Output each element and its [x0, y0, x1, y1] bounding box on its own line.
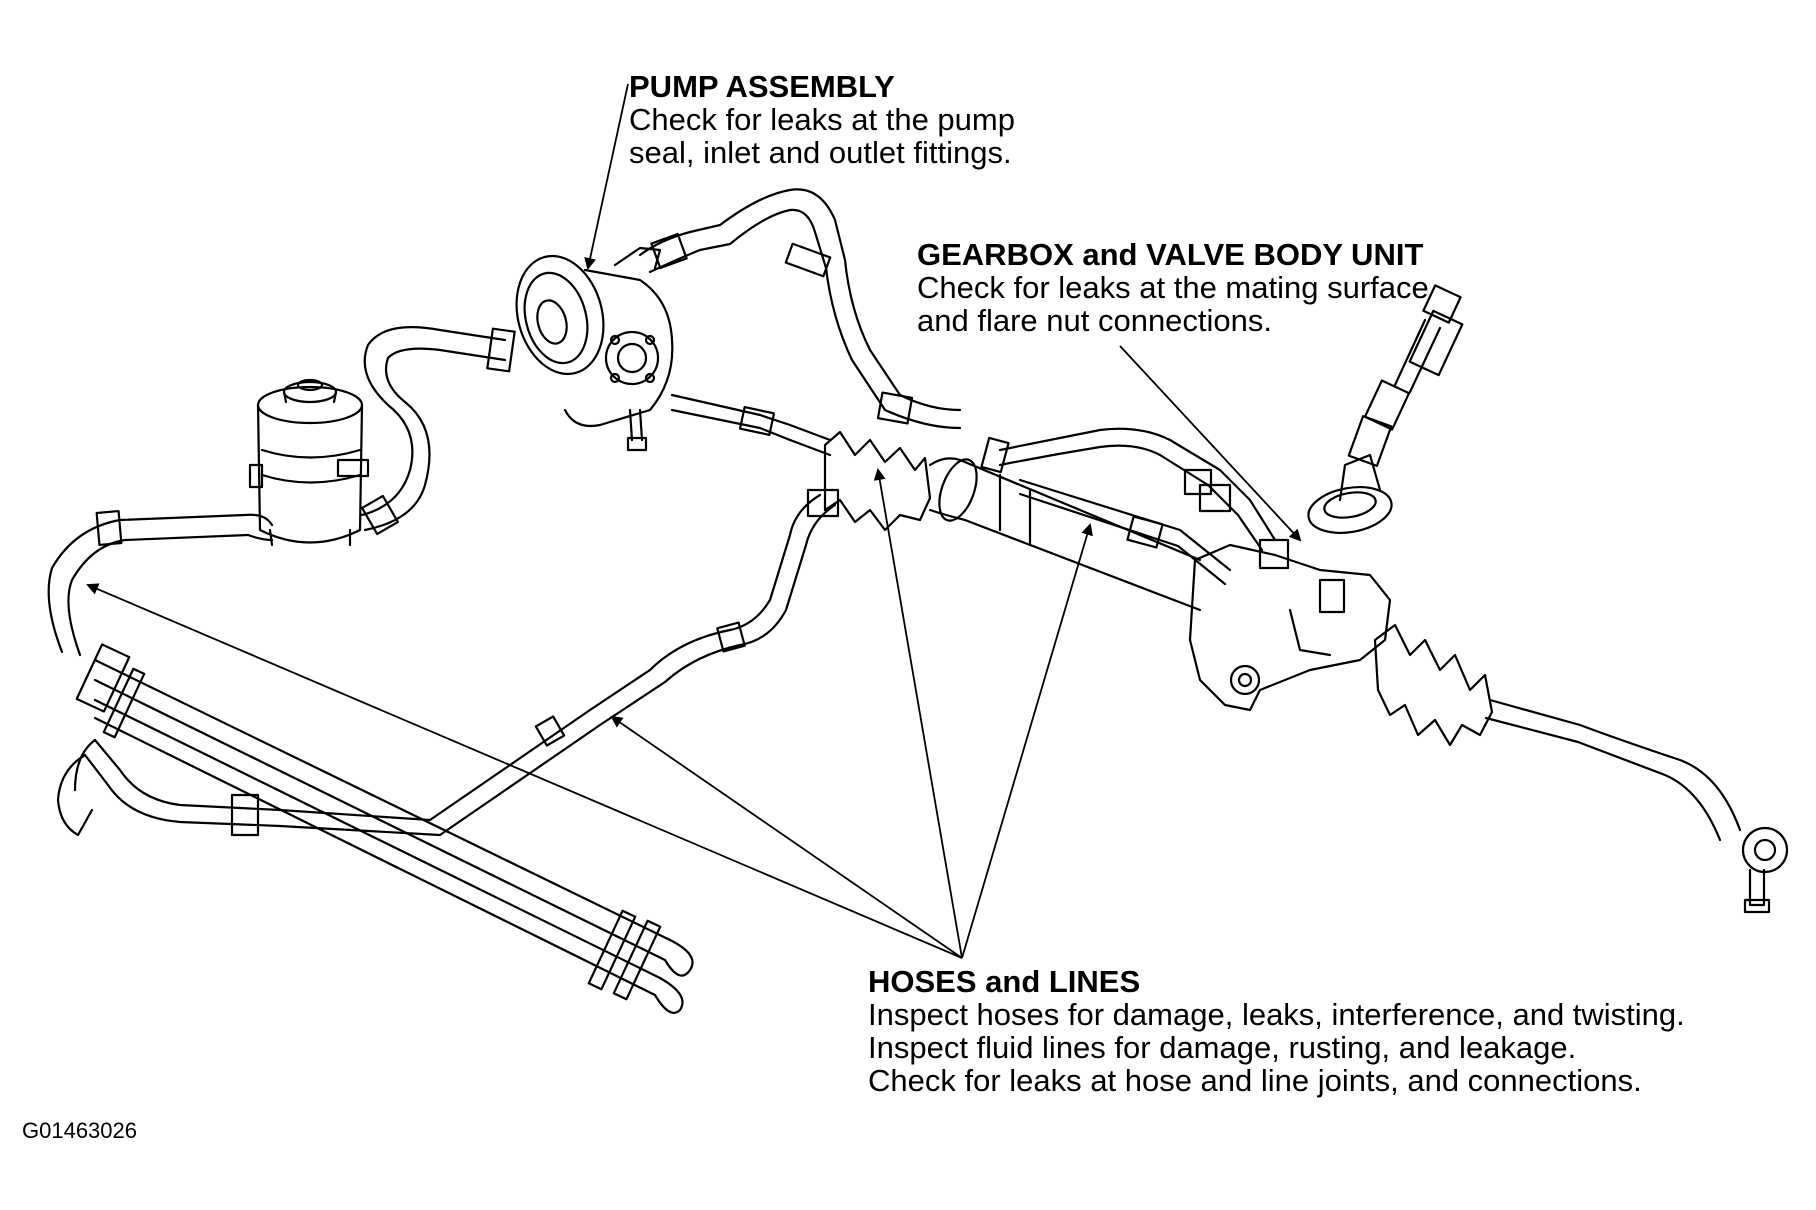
gearbox-title: GEARBOX and VALVE BODY UNIT: [917, 237, 1424, 272]
leader-lines: [86, 83, 1302, 959]
pump-leader: [584, 83, 629, 270]
gearbox-label: GEARBOX and VALVE BODY UNIT Check for le…: [917, 238, 1429, 337]
pump-assembly: [515, 246, 674, 452]
pump-assembly-title: PUMP ASSEMBLY: [629, 69, 895, 104]
gearbox-text-1: Check for leaks at the mating surface: [917, 270, 1429, 305]
hoses-lines-title: HOSES and LINES: [868, 964, 1141, 999]
hoses-leader-4: [961, 523, 1093, 959]
fluid-cooler: [75, 643, 694, 1014]
pump-assembly-text-1: Check for leaks at the pump: [629, 102, 1015, 137]
hoses-lines-text-1: Inspect hoses for damage, leaks, interfe…: [868, 997, 1685, 1032]
pump-assembly-label: PUMP ASSEMBLY Check for leaks at the pum…: [629, 70, 1015, 169]
hoses-lines-text-2: Inspect fluid lines for damage, rusting,…: [868, 1030, 1577, 1065]
hoses-lines-label: HOSES and LINES Inspect hoses for damage…: [868, 965, 1685, 1097]
gearbox-text-2: and flare nut connections.: [917, 303, 1273, 338]
cooler-feed-line: [56, 488, 840, 837]
pump-outlet-line: [670, 393, 832, 457]
reservoir: [248, 378, 370, 547]
cooler-return-hose: [47, 510, 274, 657]
pump-supply-hose: [360, 326, 516, 536]
hoses-leader-1: [86, 583, 963, 959]
hoses-leader-3: [873, 468, 963, 959]
steering-column-joint: [1307, 284, 1464, 534]
steering-gearbox: [823, 427, 1789, 914]
figure-code: G01463026: [22, 1118, 137, 1143]
hoses-lines-text-3: Check for leaks at hose and line joints,…: [868, 1063, 1642, 1098]
hoses-leader-2: [610, 715, 963, 959]
pump-assembly-text-2: seal, inlet and outlet fittings.: [629, 135, 1012, 170]
gearbox-leader: [1119, 345, 1302, 542]
pump-pressure-hose: [638, 188, 962, 430]
